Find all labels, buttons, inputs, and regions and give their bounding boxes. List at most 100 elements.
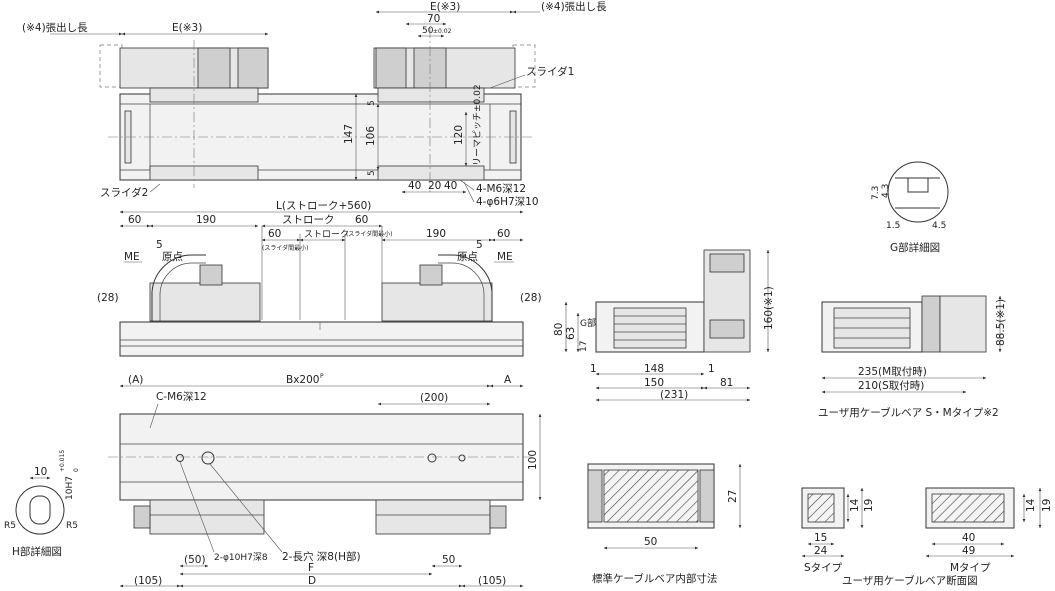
g-dim-73: 7.3 [871,186,881,200]
g-dim-43: 4.3 [881,184,891,198]
end-dim-231: (231) [660,389,688,401]
dim-f-label: F [308,562,314,574]
slider2-label: スライダ2 [100,186,148,199]
h-r5-right: R5 [66,521,78,531]
dim-60-a-label: 60 [128,214,141,226]
m-dim-49: 49 [962,545,975,557]
width-70-label: 70 [427,13,440,25]
dim-190-a-label: 190 [196,214,216,226]
a-right-label: A [504,374,512,386]
dim-200-label: (200) [420,392,448,404]
dim-5-right-label: 5 [476,239,483,251]
h-detail: 10 10H7 +0.015 0 R5 R5 H部詳細図 [4,450,80,558]
dim-105-left-label: (105) [134,575,162,587]
h-tol-lower: 0 [73,468,80,472]
end-dim-81: 81 [720,377,733,389]
bx200-sup: P [320,373,324,380]
s-dim-24: 24 [814,545,828,557]
sm-height-885: 88.5(※1) [995,299,1007,346]
height-106-label: 106 [365,126,377,146]
end-g-part: G部 [580,317,596,329]
s-type-section: 14 19 15 24 Sタイプ [801,487,875,574]
m-dim-19: 19 [1041,499,1053,512]
sm-dim-235: 235(M取付時) [858,365,927,378]
end-height-17: 17 [579,341,589,352]
std-dim-27: 27 [727,490,739,503]
overhang-right-label: (※4)張出し長 [541,0,607,13]
pin-holes-label: 4-φ6H7深10 [476,196,539,208]
dim-50-left-label: (50) [184,554,206,566]
l-total-label: L(ストローク+560) [276,200,371,212]
tap-holes-label: 4-M6深12 [476,183,526,195]
dim-40-a-label: 40 [408,180,421,192]
dim-60-d-label: 60 [497,228,510,240]
dim-190-b-label: 190 [426,228,446,240]
s-dim-19: 19 [863,499,875,512]
a-left-label: (A) [128,374,143,386]
h-tol-upper: +0.015 [59,450,66,472]
m-type-label: Mタイプ [950,562,991,574]
c-holes-label: C-M6深12 [156,391,207,403]
me-left-label: ME [124,251,140,263]
g-detail-caption: G部詳細図 [890,241,940,254]
slots-label: 2-長穴 深8(H部) [282,550,361,563]
dim-28-left-label: (28) [97,292,119,304]
origin-left-label: 原点 [162,251,183,263]
bx200-label: Bx200 [286,374,319,386]
end-dim-148: 148 [644,363,664,375]
dim-5-left-label: 5 [156,239,163,251]
dim-105-right-label: (105) [478,575,506,587]
g-dim-45: 4.5 [932,221,946,231]
width-50-label: 50 [422,26,434,36]
overhang-left-label: (※4)張出し長 [22,21,88,34]
section-caption: ユーザ用ケーブルベア断面図 [842,574,978,587]
height-147-label: 147 [343,124,355,144]
dim-60-b-label: 60 [268,228,281,240]
g-dim-15: 1.5 [886,221,900,231]
h-r5-left: R5 [4,521,16,531]
end-view: 80 63 17 G部 160(※1) 1 148 1 150 81 (231) [553,249,775,402]
h-width-10: 10 [34,466,47,478]
e-right-label: E(※3) [430,1,460,13]
pin-holes-bottom-label: 2-φ10H7深8 [214,552,268,563]
end-height-80: 80 [553,323,565,336]
stroke-note-right: (スライダ間最小) [346,230,392,238]
me-right-label: ME [497,251,513,263]
side-view: L(ストローク+560) 60 190 ストローク 60 60 (スライダ間最小… [97,200,542,357]
std-bear-section: 27 50 標準ケーブルベア内部寸法 [587,463,742,585]
s-dim-14: 14 [849,498,861,512]
height-120-label: 120 [453,125,465,145]
top-plan-view: (※4)張出し長 E(※3) E(※3) (※4)張出し長 70 50 ±0.0… [22,0,607,208]
s-type-label: Sタイプ [804,562,843,574]
height-5-top-label: 5 [367,100,377,106]
width-50-tolerance: ±0.02 [433,28,452,35]
e-left-label: E(※3) [172,22,202,34]
dim-50-right-label: 50 [442,554,455,566]
dim-d-label: D [308,575,316,587]
h-detail-caption: H部詳細図 [12,545,62,558]
sm-view: 88.5(※1) 235(M取付時) 210(S取付時) ユーザ用ケーブルベア … [818,295,1007,419]
s-dim-15: 15 [814,532,827,544]
sm-caption: ユーザ用ケーブルベア S・Mタイプ※2 [818,406,999,419]
stroke-top-label: ストローク [282,214,335,226]
end-dim-1-left: 1 [590,363,597,375]
g-detail: 7.3 4.3 1.5 4.5 G部詳細図 [871,161,949,254]
bottom-view: (A) Bx200 P A C-M6深12 (200) 100 2-φ10H7深… [108,373,542,588]
dim-20-label: 20 [428,180,441,192]
end-dim-1-right: 1 [708,363,715,375]
height-5-bottom-label: 5 [367,170,377,176]
height-100-label: 100 [527,450,539,470]
m-dim-40: 40 [962,532,975,544]
slider1-label: スライダ1 [526,65,574,78]
sm-dim-210: 210(S取付時) [858,379,924,392]
stroke-mid-label: ストローク [304,229,349,240]
stroke-note-left: (スライダ間最小) [262,244,308,252]
origin-right-label: 原点 [457,251,478,263]
dim-60-c-label: 60 [355,214,368,226]
rail-pitch-label: リーマピッチ±0.02 [472,84,483,166]
end-dim-150: 150 [644,377,664,389]
std-caption: 標準ケーブルベア内部寸法 [592,572,717,585]
dim-28-right-label: (28) [520,292,542,304]
end-height-160: 160(※1) [763,286,775,330]
